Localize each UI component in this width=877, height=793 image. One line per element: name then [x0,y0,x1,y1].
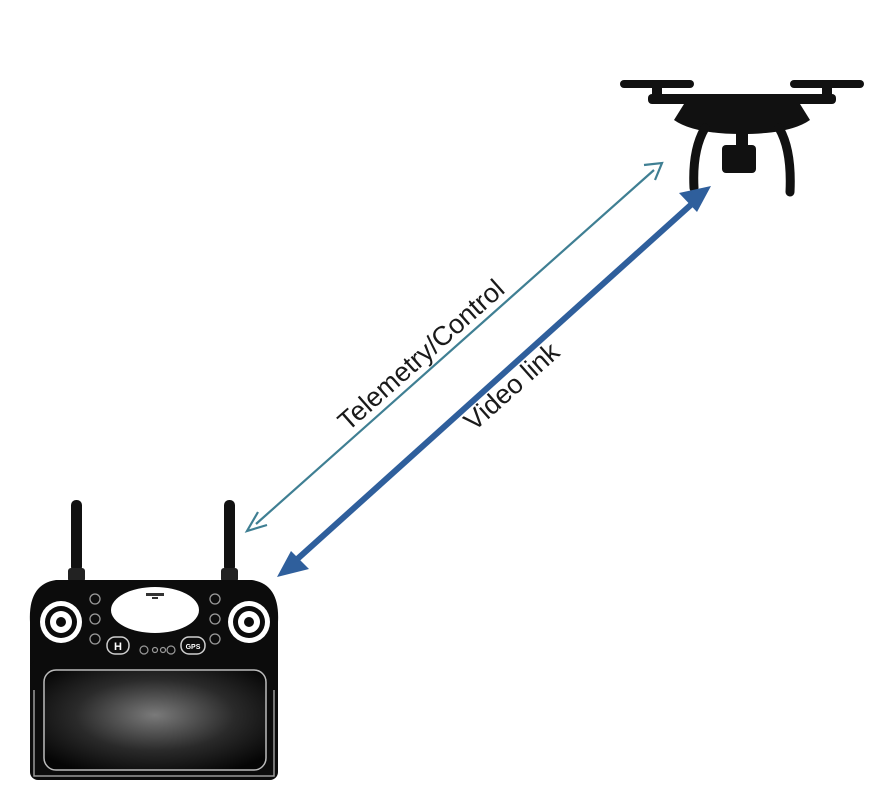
video-arrow-line [291,199,697,565]
small-button [159,646,167,654]
telemetry-arrow-line [255,169,655,525]
drone-icon [620,80,864,197]
small-button [166,645,176,655]
side-button [209,633,221,645]
gps-button [180,636,206,655]
antenna-left [71,500,82,572]
side-button [89,633,101,645]
side-button [89,593,101,605]
telemetry-arrowhead-end [643,161,664,181]
side-button [209,593,221,605]
controller-screen [43,669,267,771]
joystick-right [228,601,270,643]
gps-button-label: GPS [186,644,201,651]
side-button [89,613,101,625]
side-button [209,613,221,625]
small-button [139,645,149,655]
video-arrowhead-start [277,551,309,577]
small-button [151,646,159,654]
telemetry-arrowhead-start [244,511,268,533]
antenna-right [224,500,235,572]
h-button [106,636,130,655]
joystick-left [40,601,82,643]
video-link-arrow [277,186,711,577]
controller-icon: H GPS [29,500,279,780]
telemetry-control-arrow [244,161,664,533]
h-button-label: H [114,641,122,653]
center-display [111,587,199,633]
video-link-label: Video link [458,336,565,436]
video-arrowhead-end [679,186,711,212]
